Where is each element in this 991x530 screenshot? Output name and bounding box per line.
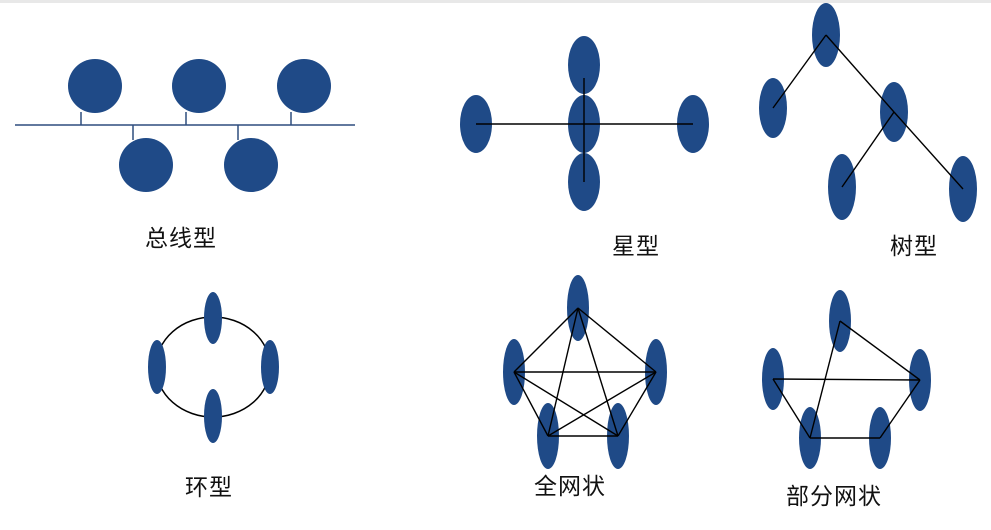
ring-node (204, 389, 222, 443)
full-mesh-topology (503, 275, 667, 469)
tree-link (772, 34, 827, 109)
bus-node (68, 59, 122, 113)
mesh-link (617, 371, 657, 437)
bus-node (172, 59, 226, 113)
ring-node (148, 340, 166, 394)
bus-label: 总线型 (145, 226, 217, 252)
ring-node (261, 340, 279, 394)
bus-topology (15, 59, 355, 192)
mesh-link (839, 320, 921, 381)
mesh-link (879, 379, 921, 439)
mesh-link (513, 371, 549, 437)
bus-node (224, 138, 278, 192)
tree-link (841, 111, 895, 188)
star-topology (460, 36, 709, 211)
full-mesh-label: 全网状 (534, 474, 606, 500)
ring-node (204, 292, 222, 344)
tree-link (825, 34, 895, 113)
tree-link (893, 111, 964, 190)
mesh-link (547, 371, 657, 437)
bus-node (277, 59, 331, 113)
tree-label: 树型 (890, 234, 938, 260)
star-node (568, 36, 600, 94)
ring-topology (148, 292, 279, 443)
mesh-link (772, 378, 811, 439)
partial-mesh-topology (762, 290, 931, 469)
bus-node (119, 138, 173, 192)
ring-label: 环型 (185, 475, 233, 501)
mesh-link (513, 371, 619, 437)
tree-topology (759, 3, 977, 222)
top-border (0, 0, 991, 3)
mesh-link (772, 378, 921, 381)
mesh-link (513, 307, 579, 373)
star-label: 星型 (612, 234, 660, 260)
partial-mesh-label: 部分网状 (786, 484, 882, 510)
mesh-link (577, 307, 657, 373)
